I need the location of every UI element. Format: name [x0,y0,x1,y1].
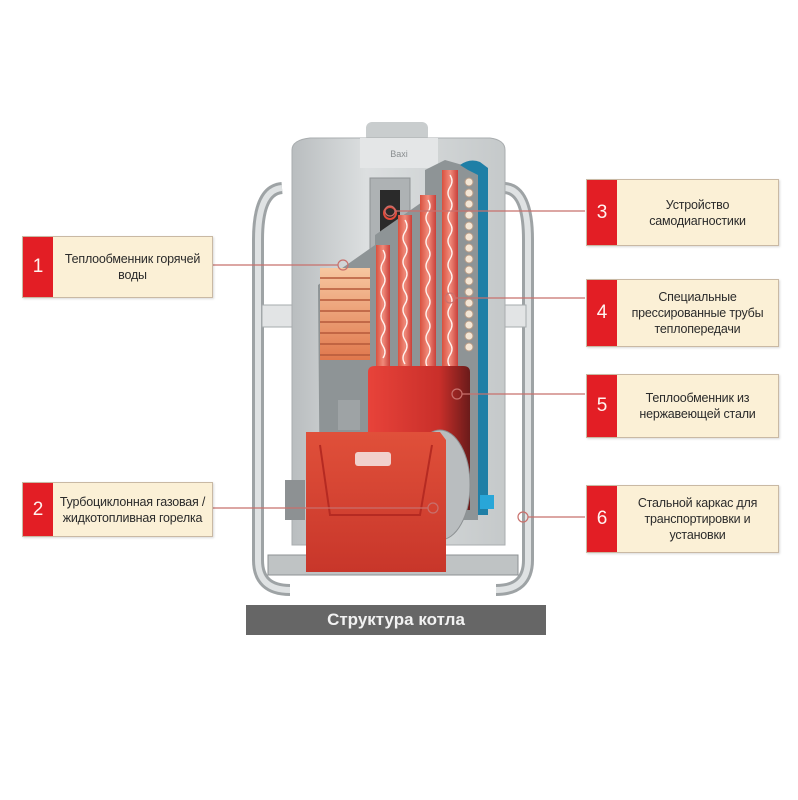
callout-label: Теплообменник из нержавеющей стали [639,391,756,421]
hot-water-heat-exchanger [320,268,370,360]
callout-3: 3 Устройство самодиагностики [586,179,779,246]
callout-number: 2 [23,483,53,536]
callout-number: 6 [587,486,617,552]
callout-label: Стальной каркас для транспортировки и ус… [637,496,758,542]
callout-6: 6 Стальной каркас для транспортировки и … [586,485,779,553]
callout-4: 4 Специальные прессированные трубы тепло… [586,279,779,347]
callout-label: Устройство самодиагностики [649,197,746,228]
diagram-caption: Структура котла [246,605,546,635]
burner [285,429,471,572]
callout-1: 1 Теплообменник горячей воды [22,236,213,298]
callout-5: 5 Теплообменник из нержавеющей стали [586,374,779,438]
callout-label: Специальные прессированные трубы теплопе… [631,290,764,336]
leader-lines [212,205,585,523]
callout-label: Теплообменник горячей воды [64,252,201,282]
callout-number: 5 [587,375,617,437]
callout-number: 1 [23,237,53,297]
callout-number: 4 [587,280,617,346]
callout-label: Турбоциклонная газовая / жидкотопливная … [59,494,206,525]
brand-logo: Baxi [390,149,408,159]
callout-number: 3 [587,180,617,245]
pressed-heat-transfer-tubes [376,170,458,370]
callout-2: 2 Турбоциклонная газовая / жидкотопливна… [22,482,213,537]
